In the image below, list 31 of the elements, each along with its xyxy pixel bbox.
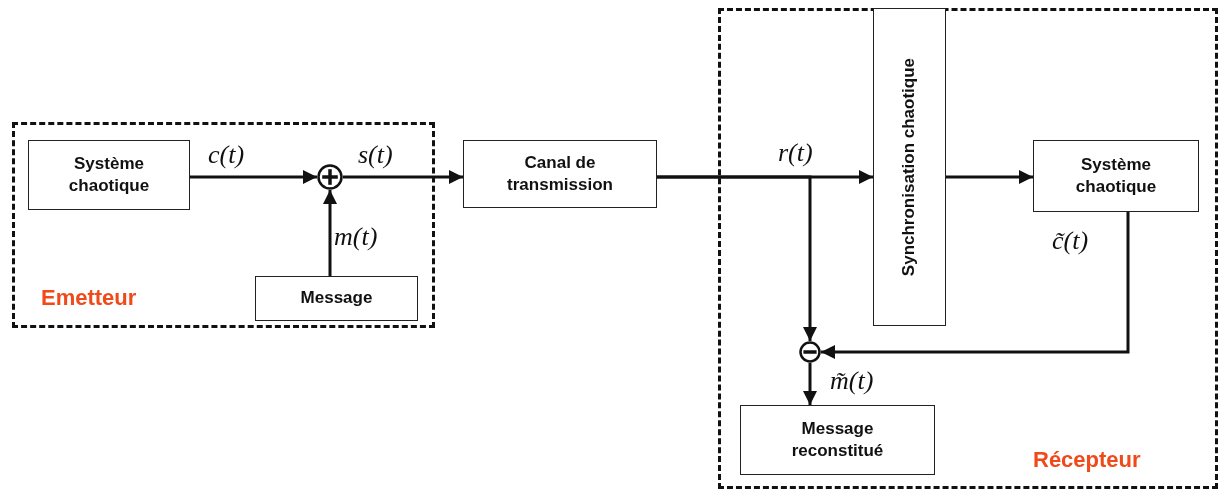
group-title: Emetteur <box>41 285 137 311</box>
arrow <box>190 170 317 184</box>
arrow <box>657 175 817 341</box>
summing-junction <box>317 164 343 190</box>
signal-label: c̃(t) <box>1052 228 1089 254</box>
signal-label: s(t) <box>358 142 393 168</box>
box-label: Message reconstitué <box>790 417 885 462</box>
group-title: Récepteur <box>1033 447 1141 473</box>
process-box <box>1033 140 1199 212</box>
process-box <box>740 405 935 475</box>
arrow <box>946 170 1033 184</box>
dashed-group-frame <box>12 122 435 328</box>
process-box <box>873 8 946 326</box>
box-label: Canal de transmission <box>506 151 614 196</box>
box-label: Synchronisation chaotique <box>898 57 920 277</box>
arrow <box>323 190 337 276</box>
signal-label: m(t) <box>334 224 378 250</box>
box-label: Système chaotique <box>67 152 151 197</box>
box-label: Message <box>300 287 373 310</box>
box-label: Système chaotique <box>1074 153 1158 198</box>
process-box <box>28 140 190 210</box>
dashed-group-frame <box>718 8 1218 489</box>
arrow <box>343 170 463 184</box>
arrow <box>821 212 1130 359</box>
signal-label: c(t) <box>208 142 245 168</box>
process-box <box>463 140 657 208</box>
arrow <box>803 363 817 405</box>
signal-label: m̃(t) <box>830 368 874 394</box>
signal-label: r(t) <box>778 140 813 166</box>
process-box <box>255 276 418 321</box>
subtractor-circle <box>799 341 821 363</box>
